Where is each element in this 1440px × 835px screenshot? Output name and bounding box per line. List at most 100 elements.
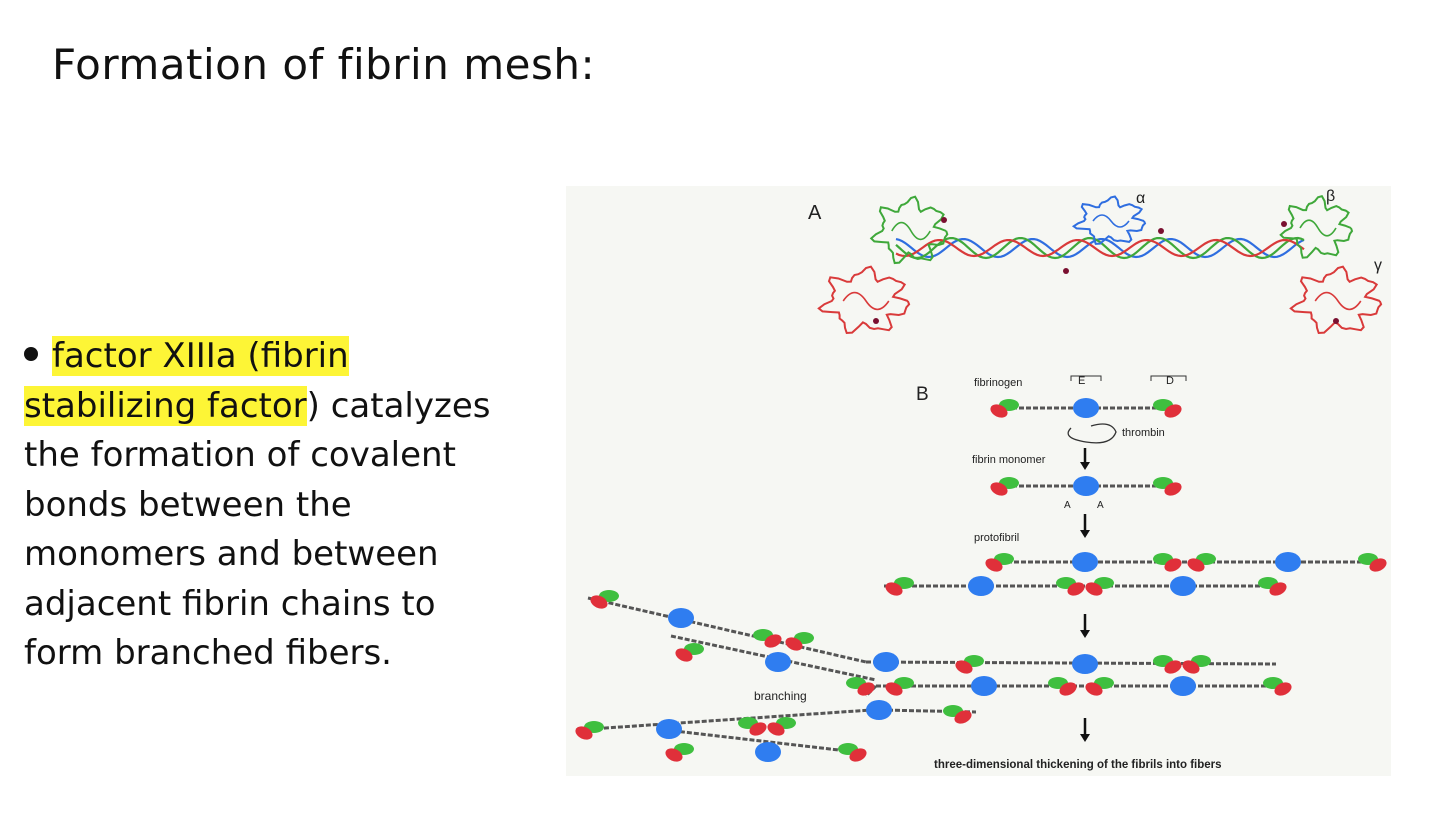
e-domain (873, 652, 899, 672)
bullet-line-7: form branched fibers. (24, 633, 392, 673)
d-bracket (1150, 375, 1187, 381)
bullet-paragraph: factor XIIIa (fibrin stabilizing factor)… (24, 332, 564, 679)
alpha-chain-label: α (1136, 190, 1145, 207)
d-domain-red (1182, 660, 1200, 674)
e-domain (1170, 576, 1196, 596)
disulfide-marker (941, 217, 947, 223)
e-domain (1073, 476, 1099, 496)
beta-chain-label: β (1326, 188, 1335, 205)
label-d-domain: D (1166, 375, 1174, 387)
d-domain-red (885, 682, 903, 696)
central-e-domain-loop (1092, 214, 1130, 228)
disulfide-marker (1333, 318, 1339, 324)
e-domain (1275, 552, 1301, 572)
bullet-line-3: the formation of covalent (24, 435, 456, 475)
label-fibrinogen: fibrinogen (974, 377, 1022, 389)
central-e-domain (1071, 195, 1147, 245)
d-domain-red (1085, 682, 1103, 696)
fibrinogen-structure (817, 195, 1383, 335)
step-arrow-head (1080, 530, 1090, 538)
panel-a-label: A (808, 202, 822, 224)
d-domain-red (1274, 682, 1292, 696)
coiled-coil-strand (895, 236, 1305, 260)
gamma-globular-domain-left-loop (842, 291, 890, 311)
e-domain (668, 608, 694, 628)
d-domain-red (749, 722, 767, 736)
highlight-stabilizing-factor: stabilizing factor (24, 385, 307, 426)
bullet-dot-icon (24, 346, 38, 361)
panel-b-label: B (916, 384, 929, 405)
disulfide-marker (1063, 268, 1069, 274)
d-domain-red (575, 726, 593, 740)
d-domain-red (985, 558, 1003, 572)
highlight-text-1: factor XIIIa (fibrin (52, 336, 349, 376)
e-domain (755, 742, 781, 762)
e-domain (1072, 654, 1098, 674)
polymerization-schematic (575, 375, 1387, 762)
slide-title: Formation of fibrin mesh: (52, 40, 596, 89)
d-domain-red (1164, 404, 1182, 418)
label-branching: branching (754, 689, 807, 703)
label-e-domain: E (1078, 375, 1085, 387)
bullet-line-2-rest: ) catalyzes (306, 385, 491, 426)
beta-globular-domain-left-loop (891, 221, 931, 241)
e-domain (1073, 398, 1099, 418)
d-domain-red (785, 637, 803, 651)
disulfide-marker (1158, 228, 1164, 234)
d-domain-red (1059, 682, 1077, 696)
e-domain (968, 576, 994, 596)
gamma-chain-label: γ (1374, 257, 1382, 274)
beta-globular-domain-left (869, 195, 949, 265)
gamma-globular-domain-right (1289, 265, 1383, 335)
d-domain-red (764, 634, 782, 648)
step-arrow-head (1080, 734, 1090, 742)
disulfide-marker (1281, 221, 1287, 227)
d-domain-red (1187, 558, 1205, 572)
label-thrombin: thrombin (1122, 427, 1165, 439)
d-domain-red (1085, 582, 1103, 596)
e-bracket (1070, 375, 1102, 381)
d-domain-red (990, 482, 1008, 496)
step-arrow-head (1080, 462, 1090, 470)
label-caption: three-dimensional thickening of the fibr… (934, 759, 1222, 771)
d-domain-red (885, 582, 903, 596)
d-domain-red (955, 660, 973, 674)
d-domain-red (849, 748, 867, 762)
d-domain-red (954, 710, 972, 724)
label-a-left: A (1064, 500, 1071, 511)
bullet-line-4: bonds between the (24, 484, 352, 525)
d-domain-red (1164, 660, 1182, 674)
thrombin-cleavage-icon (1067, 423, 1117, 444)
e-domain (866, 700, 892, 720)
e-domain (656, 719, 682, 739)
e-domain (1072, 552, 1098, 572)
d-domain-red (675, 648, 693, 662)
e-domain (971, 676, 997, 696)
coiled-coil-strand (895, 238, 1305, 258)
label-protofibril: protofibril (974, 532, 1019, 544)
bullet-line-1: factor XIIIa (fibrin (24, 332, 564, 382)
d-domain-red (990, 404, 1008, 418)
e-domain (765, 652, 791, 672)
figure-svg: A α β γ B fibrinogen E D thrombin fibrin… (575, 188, 1387, 771)
step-arrow-head (1080, 630, 1090, 638)
branch-strand (575, 707, 887, 732)
d-domain-red (665, 748, 683, 762)
d-domain-red (1269, 582, 1287, 596)
d-domain-red (1164, 482, 1182, 496)
fibrin-polymerization-figure: A α β γ B fibrinogen E D thrombin fibrin… (566, 186, 1391, 776)
bullet-line-2: stabilizing factor) catalyzes (24, 382, 564, 432)
branch-strand (665, 728, 857, 754)
gamma-globular-domain-right-loop (1314, 291, 1362, 311)
d-domain-red (1369, 558, 1387, 572)
bullet-line-6: adjacent fibrin chains to (24, 583, 436, 624)
d-domain-red (767, 722, 785, 736)
e-domain (1170, 676, 1196, 696)
beta-globular-domain-right (1279, 195, 1354, 259)
network-strand (865, 660, 1277, 666)
gamma-globular-domain-left (817, 265, 911, 335)
bullet-line-5: monomers and between (24, 534, 439, 574)
beta-globular-domain-right-loop (1299, 219, 1337, 237)
highlight-factor-xiiia: factor XIIIa (fibrin (52, 336, 349, 376)
d-domain-red (1067, 582, 1085, 596)
